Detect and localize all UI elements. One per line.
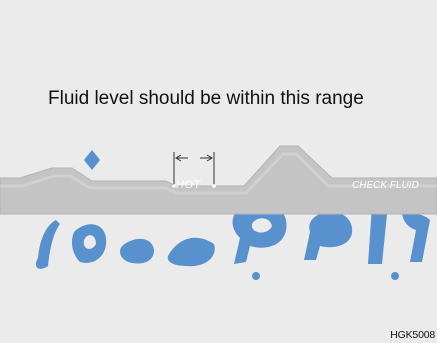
hot-label: HOT bbox=[176, 179, 201, 191]
dipstick-blade bbox=[0, 145, 437, 215]
hot-range-marker bbox=[173, 152, 215, 186]
watermark-logo bbox=[35, 150, 430, 280]
fluid-level-caption: Fluid level should be within this range bbox=[48, 88, 364, 109]
figure-code: HGK5008 bbox=[390, 329, 435, 341]
hot-high-dot bbox=[212, 184, 216, 188]
check-fluid-label: CHECK FLUID bbox=[352, 180, 419, 191]
hot-low-dot bbox=[172, 184, 176, 188]
